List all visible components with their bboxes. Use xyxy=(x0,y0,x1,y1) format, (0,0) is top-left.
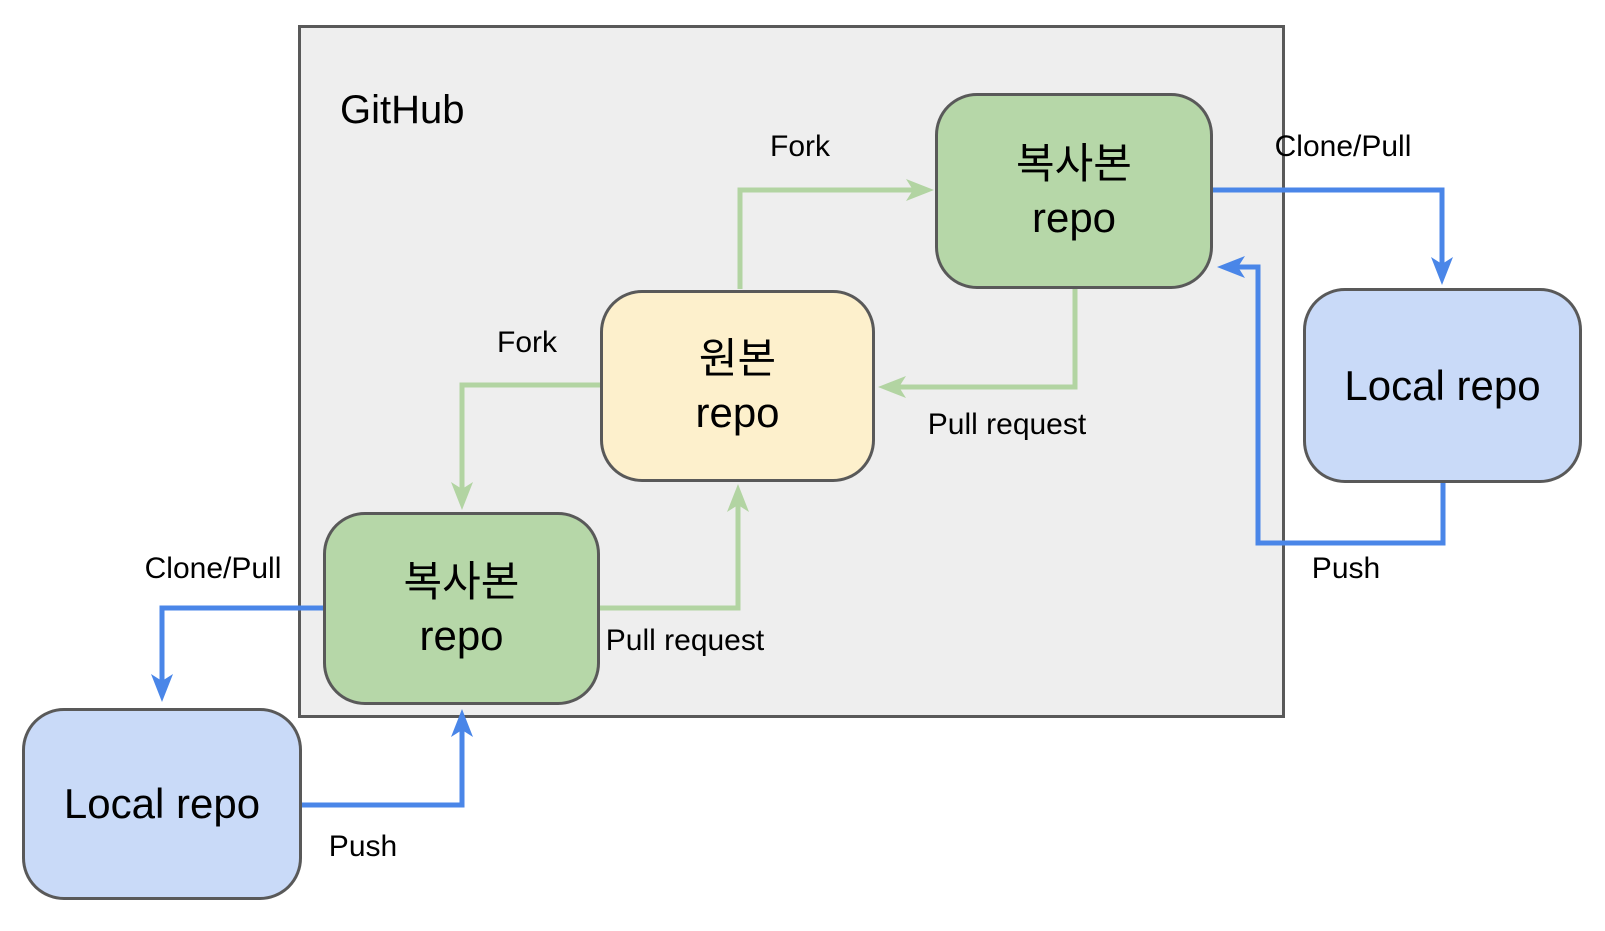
edge-label-fork-left: Fork xyxy=(497,326,557,359)
node-copy-repo-top-label-line2: repo xyxy=(1031,194,1117,241)
node-copy-repo-top-label-line1: 복사본 xyxy=(1016,140,1132,188)
node-origin-repo-label-line2: repo xyxy=(695,389,780,436)
edge-push-left-arrow xyxy=(302,709,473,808)
node-local-repo-right: Local repo xyxy=(1303,288,1582,483)
edge-label-clone-pull-right: Clone/Pull xyxy=(1274,130,1412,163)
edge-label-pull-request-top: Pull request xyxy=(927,408,1087,441)
edge-label-push-right: Push xyxy=(1311,552,1381,585)
edge-push-right-arrow xyxy=(1217,256,1446,546)
node-local-repo-left-label: Local repo xyxy=(63,780,261,828)
edge-label-fork-top: Fork xyxy=(770,130,830,163)
node-local-repo-left: Local repo xyxy=(22,708,302,900)
node-origin-repo-label-line1: 원본 xyxy=(698,335,777,383)
edge-fork-left-arrow xyxy=(451,382,600,510)
node-copy-repo-bottom-label-line2: repo xyxy=(419,611,504,659)
node-origin-repo: 원본 repo xyxy=(600,290,875,482)
node-copy-repo-top: 복사본 repo xyxy=(935,93,1213,289)
edge-fork-top-arrow xyxy=(737,179,934,289)
edge-label-pull-request-bottom: Pull request xyxy=(605,624,765,657)
node-copy-repo-bottom: 복사본 repo xyxy=(323,512,600,705)
edge-clone-pull-right-arrow xyxy=(1213,187,1453,285)
edge-label-clone-pull-left: Clone/Pull xyxy=(144,552,282,585)
edge-label-push-left: Push xyxy=(328,830,398,863)
edge-pull-request-bottom-arrow xyxy=(600,484,749,611)
edge-clone-pull-left-arrow xyxy=(151,605,323,702)
github-label: GitHub xyxy=(340,88,465,132)
node-local-repo-right-label: Local repo xyxy=(1344,361,1541,409)
node-copy-repo-bottom-label-line1: 복사본 xyxy=(403,557,520,605)
edge-pull-request-top-arrow xyxy=(878,289,1078,398)
